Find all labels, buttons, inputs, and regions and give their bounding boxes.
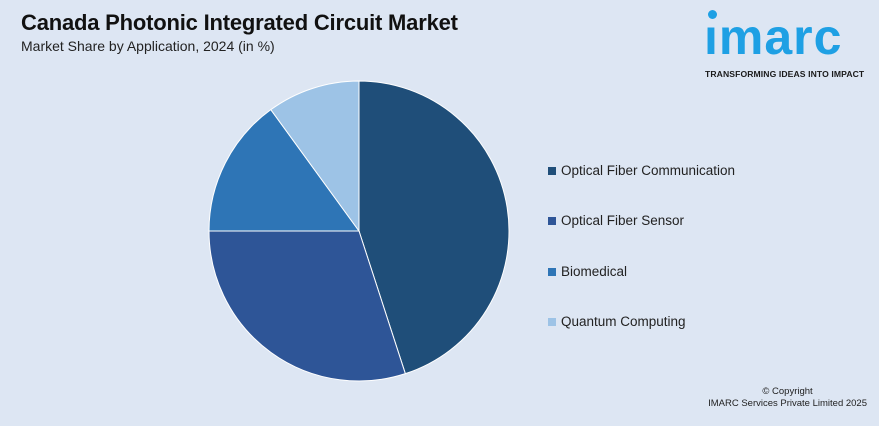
legend-label: Quantum Computing xyxy=(561,314,686,329)
legend-swatch xyxy=(548,166,556,175)
legend-item-biomedical: Biomedical xyxy=(548,264,627,279)
legend-item-optical-fiber-communication: Optical Fiber Communication xyxy=(548,163,735,178)
copyright-line-1: © Copyright xyxy=(762,386,813,397)
imarc-logo: ımarc TRANSFORMING IDEAS INTO IMPACT xyxy=(700,4,872,84)
legend-label: Biomedical xyxy=(561,264,628,279)
page-title: Canada Photonic Integrated Circuit Marke… xyxy=(21,10,458,35)
copyright-notice: © Copyright IMARC Services Private Limit… xyxy=(708,386,867,410)
legend-label: Optical Fiber Communication xyxy=(561,163,736,178)
pie-slice-biomedical xyxy=(208,108,360,232)
legend-label: Optical Fiber Sensor xyxy=(561,213,685,228)
logo-dot xyxy=(708,10,717,19)
pie-slice-optical-fiber-communication xyxy=(358,80,510,375)
legend-item-quantum-computing: Quantum Computing xyxy=(548,314,686,329)
logo-tagline: TRANSFORMING IDEAS INTO IMPACT xyxy=(705,69,865,79)
page-subtitle: Market Share by Application, 2024 (in %) xyxy=(21,38,275,54)
legend-swatch xyxy=(548,216,556,225)
logo-wordmark: ımarc xyxy=(704,9,843,65)
pie-slice-quantum-computing xyxy=(270,80,360,233)
legend-swatch xyxy=(548,317,556,326)
copyright-line-2: IMARC Services Private Limited 2025 xyxy=(708,398,867,409)
pie-slice-optical-fiber-sensor xyxy=(208,230,406,382)
legend-item-optical-fiber-sensor: Optical Fiber Sensor xyxy=(548,213,684,228)
legend-swatch xyxy=(548,267,556,276)
